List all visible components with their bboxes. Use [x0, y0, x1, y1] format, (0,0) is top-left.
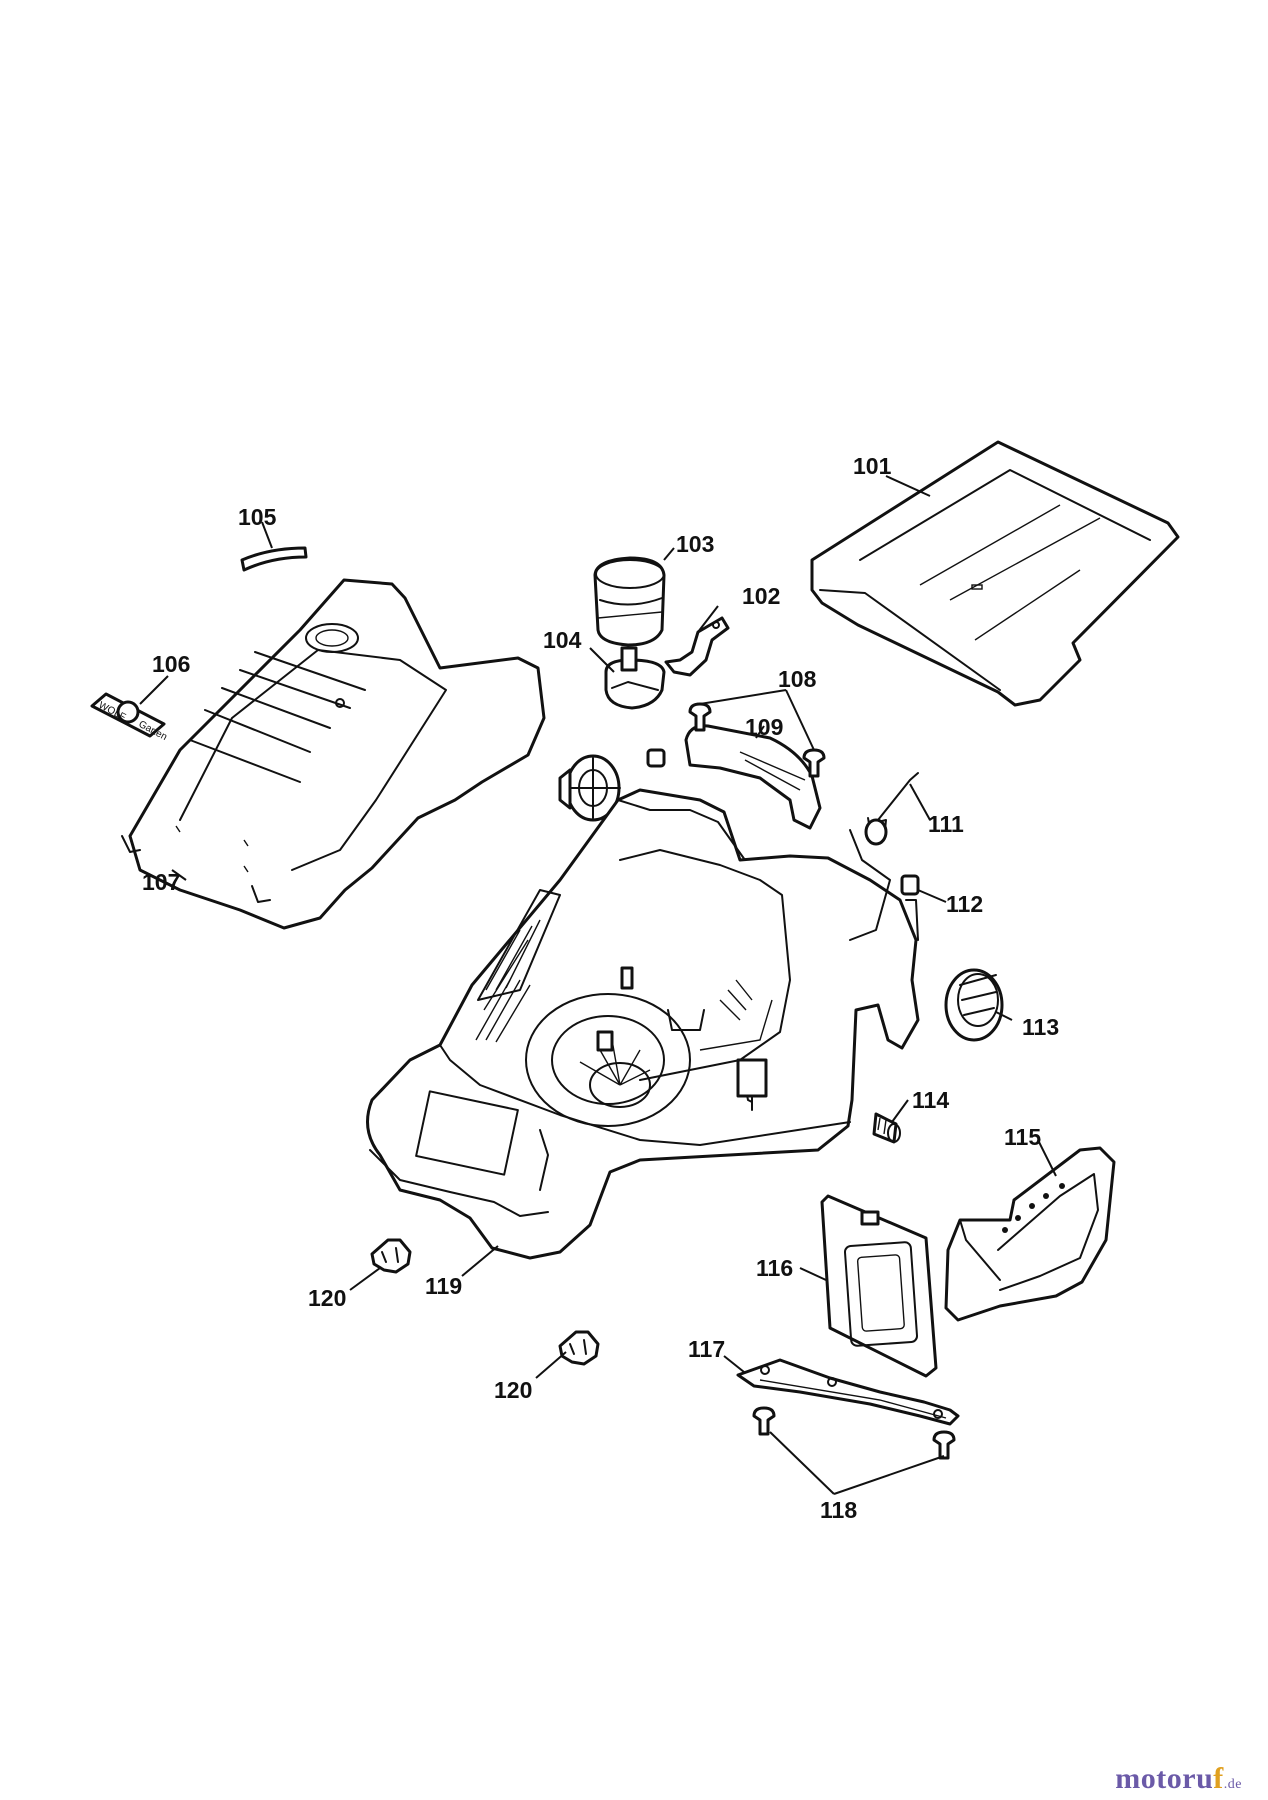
part-120-clip-upper [370, 1238, 412, 1274]
part-118-screws [752, 1406, 956, 1460]
callout-114: 114 [912, 1087, 949, 1113]
part-113-knob [944, 968, 1004, 1042]
callout-104: 104 [543, 627, 582, 653]
watermark-tld: .de [1223, 1777, 1242, 1792]
watermark-accent: f [1213, 1762, 1224, 1795]
callout-112: 112 [946, 891, 983, 917]
watermark: motoruf.de [1115, 1762, 1242, 1796]
part-102-catch [664, 616, 730, 677]
leader-lines [139, 475, 1057, 1495]
callout-116: 116 [756, 1255, 793, 1281]
callout-119: 119 [425, 1273, 462, 1299]
part-wheel-hub [558, 754, 621, 822]
part-nut-small [646, 748, 666, 768]
part-104-hub [604, 646, 666, 710]
part-103-cap [593, 556, 666, 647]
callout-102: 102 [742, 583, 780, 609]
part-115-rear-flap [944, 1146, 1116, 1322]
part-116-panel [820, 1194, 938, 1378]
part-106-badge: WOLF Garten [90, 692, 169, 743]
part-105-cable-tie [240, 546, 308, 572]
part-112-nut [900, 874, 920, 896]
part-117-bracket [736, 1358, 960, 1426]
callout-120-upper: 120 [308, 1285, 346, 1311]
callout-118: 118 [820, 1497, 857, 1523]
part-109-handle-strip [684, 724, 822, 830]
callout-113: 113 [1022, 1014, 1059, 1040]
callout-103: 103 [676, 531, 714, 557]
callout-105: 105 [238, 504, 277, 530]
callout-111: 111 [928, 811, 964, 837]
part-107-hood [121, 578, 546, 930]
part-108-screws [688, 702, 826, 778]
part-101-lid [810, 440, 1180, 707]
part-114-bushing [872, 1112, 901, 1144]
watermark-name: motoru [1115, 1762, 1214, 1795]
part-119-deck [366, 788, 920, 1260]
callout-107: 107 [142, 869, 180, 895]
callout-115: 115 [1004, 1124, 1041, 1150]
callout-106: 106 [152, 651, 190, 677]
callout-108: 108 [778, 666, 817, 692]
callout-117: 117 [688, 1336, 725, 1362]
callout-109: 109 [745, 714, 783, 740]
part-111-spring [864, 772, 919, 846]
callout-101: 101 [853, 453, 892, 479]
part-120-clip-lower [558, 1330, 600, 1366]
callout-120-lower: 120 [494, 1377, 532, 1403]
